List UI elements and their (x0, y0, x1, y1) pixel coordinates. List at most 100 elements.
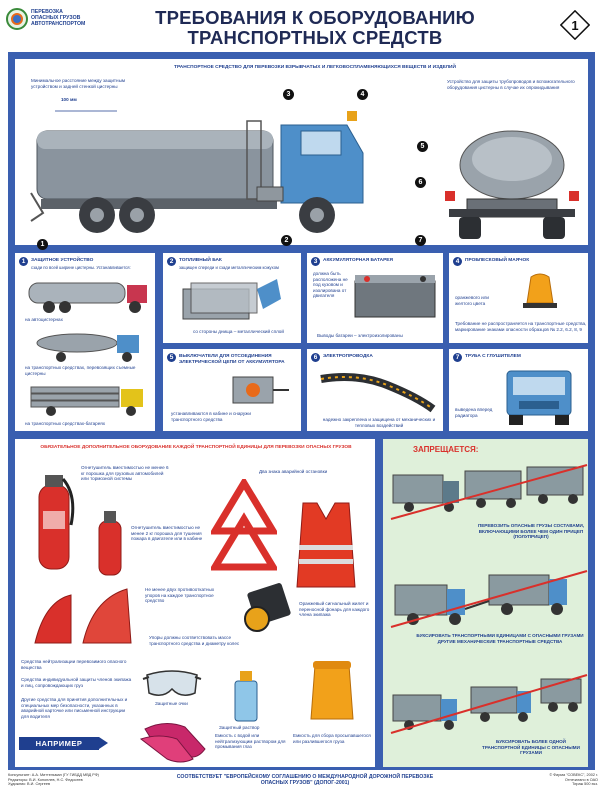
prohibited-item-2: БУКСИРОВАТЬ ТРАНСПОРТНЫМИ ЕДИНИЦАМИ С ОП… (416, 633, 584, 644)
logo-text: ПЕРЕВОЗКА ОПАСНЫХ ГРУЗОВ АВТОТРАНСПОРТОМ (31, 9, 86, 27)
section-2-number: 2 (167, 257, 176, 266)
sheet-number: 1 (560, 10, 590, 40)
section-6-wiring: 6 ЭЛЕКТРОПРОВОДКА надежно закреплена и з… (306, 348, 444, 432)
chocks-note-2: Упоры должны соответствовать массе транс… (149, 635, 240, 646)
section-1-protective-device: 1 ЗАЩИТНОЕ УСТРОЙСТВО сзади по всей шири… (14, 252, 156, 432)
top-panel: ТРАНСПОРТНОЕ СРЕДСТВО ДЛЯ ПЕРЕВОЗКИ ВЗРЫ… (14, 58, 589, 250)
section-4-title: ПРОБЛЕСКОВЫЙ МАЯЧОК (465, 258, 530, 263)
truck-towing-truck-illustration (390, 570, 588, 628)
truck-towing-multiple-illustration (390, 674, 588, 734)
fire-extinguisher-small-icon (98, 511, 122, 576)
section-1-item-3: на транспортных средствах-батареях (25, 421, 106, 426)
top-panel-title: ТРАНСПОРТНОЕ СРЕДСТВО ДЛЯ ПЕРЕВОЗКИ ВЗРЫ… (174, 65, 456, 70)
equipment-list-2: Средства индивидуальной защиты членов эк… (21, 677, 132, 688)
note-min-distance: Минимальное расстояние между защитным ус… (31, 78, 126, 89)
signal-vest-icon (296, 502, 356, 588)
example-button[interactable]: НАПРИМЕР (19, 737, 99, 750)
footer-publisher: © Фирма "СОВЕКС", 2002 г. Отпечатано в О… (549, 773, 598, 787)
equipment-list-3: Другие средства для принятия дополнитель… (21, 697, 128, 719)
warning-triangles-icon (211, 479, 277, 571)
prohibited-title: ЗАПРЕЩАЕТСЯ: (413, 445, 479, 454)
callout-2: 2 (281, 235, 292, 246)
battery-illustration (354, 275, 436, 318)
section-3-battery: 3 АККУМУЛЯТОРНАЯ БАТАРЕЯ должна быть рас… (306, 252, 444, 344)
prohibited-panel: ЗАПРЕЩАЕТСЯ: ПЕРЕВОЗИТЬ ОПАСНЫЕ ГРУЗЫ СО… (382, 438, 589, 768)
footer-compliance: СООТВЕТСТВУЕТ "ЕВРОПЕЙСКОМУ СОГЛАШЕНИЮ О… (176, 774, 434, 787)
tanker-trailer-illustration (28, 282, 147, 313)
section-7-note: выведена вперед радиатора (455, 407, 493, 418)
equipment-panel: ОБЯЗАТЕЛЬНОЕ ДОПОЛНИТЕЛЬНОЕ ОБОРУДОВАНИЕ… (14, 438, 376, 768)
section-2-title: ТОПЛИВНЫЙ БАК (179, 258, 222, 263)
section-4-subtitle: оранжевого или желтого цвета (455, 295, 489, 306)
logo (6, 8, 28, 30)
section-4-note: Требование не распространяется на трансп… (455, 321, 587, 332)
vest-note: Оранжевый сигнальный жилет и переносной … (299, 601, 370, 618)
dimension-label: 100 мм (61, 97, 77, 102)
section-5-number: 5 (167, 353, 176, 362)
page-title: ТРЕБОВАНИЯ К ОБОРУДОВАНИЮ ТРАНСПОРТНЫХ С… (155, 7, 475, 48)
wheel-chocks-icon (34, 588, 132, 644)
section-1-number: 1 (19, 257, 28, 266)
fuel-tank-illustration (182, 279, 281, 320)
bottle-note: Емкость с водой или нейтрализующим раств… (215, 733, 286, 750)
removable-tank-truck-illustration (36, 333, 139, 362)
switch-illustration (232, 376, 289, 404)
section-4-beacon: 4 ПРОБЛЕСКОВЫЙ МАЯЧОК оранжевого или жел… (448, 252, 589, 344)
extinguisher-note: Огнетушитель вместимостью не менее 6 кг … (81, 465, 169, 482)
beacon-light-icon (523, 273, 557, 308)
eyewash-bottle-icon (234, 671, 258, 722)
section-2-note: со стороны днища – металлический сплой (193, 329, 284, 334)
section-3-note: Выводы батареи – электроизолированы (317, 333, 403, 338)
section-6-note: надежно закреплена и защищена от механич… (322, 417, 436, 428)
section-6-number: 6 (311, 353, 320, 362)
logo-emblem-icon (11, 13, 23, 25)
prohibited-item-3: БУКСИРОВАТЬ БОЛЕЕ ОДНОЙ ТРАНСПОРТНОЙ ЕДИ… (482, 739, 580, 756)
callout-5: 5 (417, 141, 428, 152)
truck-two-trailers-illustration (390, 464, 588, 520)
extinguisher-small-note: Огнетушитель вместимостью не менее 2 кг … (131, 525, 203, 542)
bottle-label: Защитный раствор (219, 725, 260, 730)
truck-front-illustration (506, 370, 572, 425)
fire-extinguisher-large-icon (38, 475, 75, 570)
section-5-switches: 5 ВЫКЛЮЧАТЕЛИ для отсоединения электриче… (162, 348, 302, 432)
prohibited-item-1: ПЕРЕВОЗИТЬ ОПАСНЫЕ ГРУЗЫ СОСТАВАМИ, ВКЛЮ… (477, 523, 585, 540)
section-7-exhaust: 7 ТРУБА С ГЛУШИТЕЛЕМ выведена вперед рад… (448, 348, 589, 432)
example-arrow-icon (99, 737, 108, 749)
section-5-note: устанавливаются в кабине и снаружи транс… (171, 411, 251, 422)
equipment-title: ОБЯЗАТЕЛЬНОЕ ДОПОЛНИТЕЛЬНОЕ ОБОРУДОВАНИЕ… (40, 445, 352, 450)
tanker-truck-rear-illustration (445, 130, 579, 239)
section-3-subtitle: должна быть расположена не под кузовом и… (313, 271, 348, 299)
diamond-icon (560, 10, 590, 40)
bin-note: Емкость для сбора просыпавшегося или раз… (293, 733, 371, 744)
callout-4: 4 (357, 89, 368, 100)
chocks-note: Не менее двух противооткатных упоров на … (145, 587, 215, 604)
wiring-harness-illustration (320, 373, 436, 413)
callout-3: 3 (283, 89, 294, 100)
collection-bin-icon (310, 661, 354, 720)
section-3-number: 3 (311, 257, 320, 266)
section-1-title: ЗАЩИТНОЕ УСТРОЙСТВО (31, 258, 94, 263)
section-7-title: ТРУБА С ГЛУШИТЕЛЕМ (465, 354, 521, 359)
section-4-number: 4 (453, 257, 462, 266)
section-3-title: АККУМУЛЯТОРНАЯ БАТАРЕЯ (323, 258, 393, 263)
section-1-item-2: на транспортных средствах, перевозящих с… (25, 365, 136, 376)
callout-6: 6 (415, 177, 426, 188)
gloves-icon (139, 723, 206, 763)
goggles-label: Защитные очки (155, 701, 188, 706)
callout-1: 1 (37, 239, 48, 250)
section-2-fuel-tank: 2 ТОПЛИВНЫЙ БАК защищен спереди и сзади … (162, 252, 302, 344)
callout-7: 7 (415, 235, 426, 246)
battery-vehicle-illustration (30, 386, 143, 416)
section-1-subtitle: сзади по всей ширине цистерны. Устанавли… (31, 265, 131, 270)
triangles-note: Два знака аварийной остановки (259, 469, 328, 474)
section-6-title: ЭЛЕКТРОПРОВОДКА (323, 354, 373, 359)
note-protection-device: Устройство для защиты трубопроводов и вс… (447, 79, 575, 90)
section-5-title: ВЫКЛЮЧАТЕЛИ для отсоединения электрическ… (179, 354, 285, 365)
section-1-item-1: на автоцистернах (25, 317, 63, 322)
goggles-icon (142, 670, 202, 696)
tanker-truck-side-illustration (30, 110, 364, 233)
section-7-number: 7 (453, 353, 462, 362)
footer-credits: Консультант: А.А. Миттельман (ГУ ГИБДД М… (8, 773, 99, 787)
section-2-subtitle: защищен спереди и сзади металлическим ко… (179, 265, 279, 270)
equipment-list-1: Средства нейтрализации перевозимого опас… (21, 659, 127, 670)
